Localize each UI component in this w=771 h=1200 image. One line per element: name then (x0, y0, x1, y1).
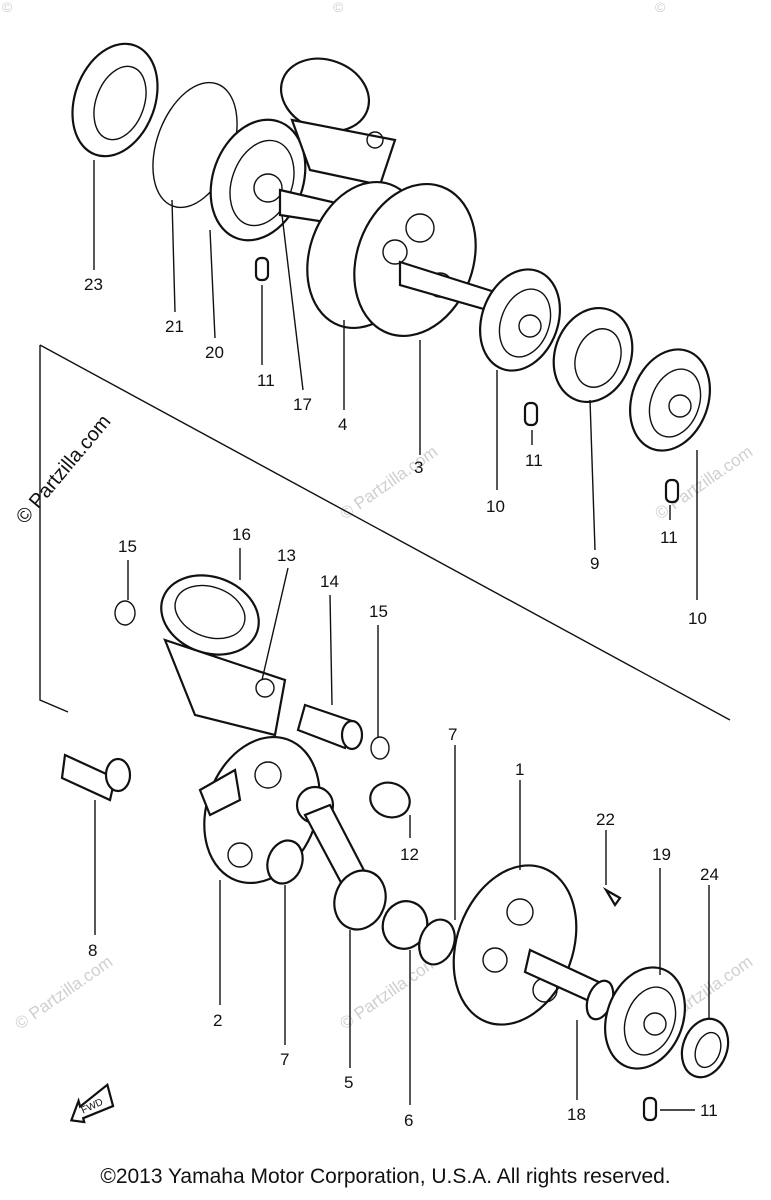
oil-seal-9 (552, 306, 634, 404)
callout-2: 2 (213, 1011, 222, 1030)
lower-assembly: FWD (60, 574, 730, 1124)
copyright-notice: ©2013 Yamaha Motor Corporation, U.S.A. A… (100, 1165, 671, 1188)
callout-9: 9 (590, 554, 599, 573)
callout-17: 17 (293, 395, 312, 414)
callout-15b: 15 (369, 602, 388, 621)
needle-bearing-12 (369, 781, 411, 819)
callout-7b: 7 (280, 1050, 289, 1069)
callout-11b: 11 (525, 451, 543, 470)
dowel-pin-11c (664, 478, 680, 504)
dowel-pin-11b (523, 401, 539, 427)
watermark-top-left: © (2, 0, 13, 15)
dowel-pin-11d (642, 1096, 658, 1122)
bearing-10a (479, 268, 561, 372)
callout-10b: 10 (688, 609, 707, 628)
crank-wheel-1 (452, 864, 578, 1026)
callout-11c: 11 (660, 528, 678, 547)
assembly-group-outline (39, 344, 731, 721)
watermark-top-right: © (655, 0, 666, 15)
watermark-bottom-left: © Partzilla.com (11, 952, 116, 1033)
crank-pin-8 (60, 753, 132, 802)
callout-5: 5 (344, 1073, 353, 1092)
connecting-rod-5 (295, 785, 387, 931)
oil-seal-24 (680, 1017, 730, 1079)
bearing-10b (629, 348, 711, 452)
piston-16 (160, 574, 287, 737)
callout-24: 24 (700, 865, 719, 884)
callout-14: 14 (320, 572, 339, 591)
callout-22: 22 (596, 810, 615, 829)
callout-6: 6 (404, 1111, 413, 1130)
callout-3: 3 (414, 458, 423, 477)
thrust-washer-7a (266, 839, 304, 885)
watermark-bottom-mid: © Partzilla.com (336, 952, 441, 1033)
callout-11d: 11 (700, 1101, 718, 1120)
callout-8: 8 (88, 941, 97, 960)
leader-lines (93, 160, 710, 1111)
circlip-15b (370, 736, 390, 760)
callout-1: 1 (515, 760, 524, 779)
fwd-arrow-icon: FWD (69, 1082, 115, 1124)
thrust-washer-7b (418, 918, 456, 966)
callout-20: 20 (205, 343, 224, 362)
circlip-15a (114, 600, 136, 626)
callout-15a: 15 (118, 537, 137, 556)
callout-4: 4 (338, 415, 347, 434)
callout-12: 12 (400, 845, 419, 864)
callout-18: 18 (567, 1105, 586, 1124)
bearing-19 (604, 966, 686, 1070)
watermark-top-center: © (333, 0, 344, 15)
piston-pin-14 (296, 703, 364, 751)
oil-seal-23 (71, 42, 159, 158)
callout-13: 13 (277, 546, 296, 565)
dowel-pin-11a (254, 256, 270, 282)
callout-10a: 10 (486, 497, 505, 516)
upper-assembly (71, 42, 711, 504)
callout-21: 21 (165, 317, 184, 336)
callout-16: 16 (232, 525, 251, 544)
callout-19: 19 (652, 845, 671, 864)
callout-7a: 7 (448, 725, 457, 744)
side-watermark: © Partzilla.com (12, 411, 115, 528)
watermark-mid: © Partzilla.com (336, 442, 441, 523)
callout-23: 23 (84, 275, 103, 294)
callout-11a: 11 (257, 371, 275, 390)
callout-labels: 23 21 20 11 17 4 3 10 11 9 11 10 15 16 1… (84, 275, 719, 1130)
woodruff-key-22 (602, 886, 622, 908)
